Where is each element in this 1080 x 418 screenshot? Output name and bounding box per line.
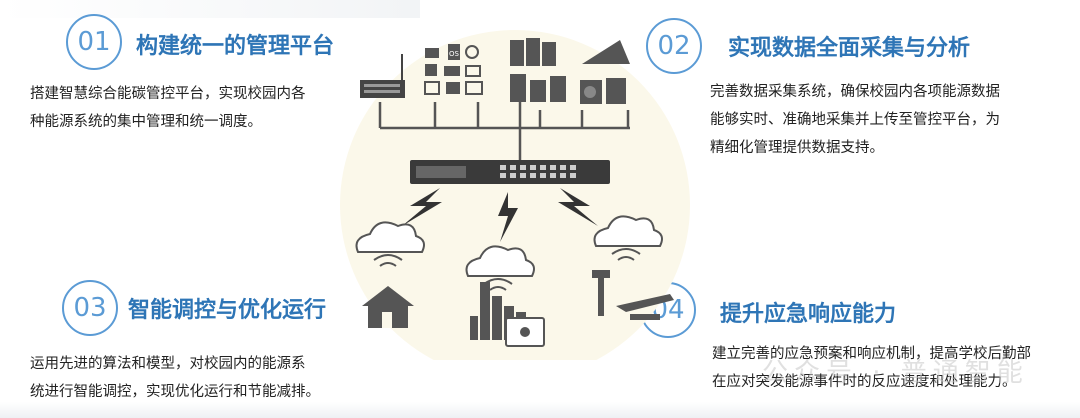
section-02-body: 完善数据采集系统，确保校园内各项能源数据 能够实时、准确地采集并上传至管控平台，…	[710, 78, 1000, 162]
small-devices-icon	[424, 44, 483, 95]
airport-icon	[592, 270, 674, 320]
section-03-number: 03	[62, 280, 118, 336]
os-label: OS	[449, 50, 460, 58]
section-02-line-3: 精细化管理提供数据支持。	[710, 140, 884, 156]
house-icon	[362, 286, 414, 328]
section-04-line-1: 建立完善的应急预案和响应机制，提高学校后勤部	[712, 346, 1031, 362]
bottom-band	[0, 402, 1080, 418]
section-04-body: 建立完善的应急预案和响应机制，提高学校后勤部 在应对突发能源事件时的反应速度和处…	[712, 340, 1031, 396]
section-03-line-1: 运用先进的算法和模型，对校园内的能源系	[30, 356, 306, 372]
section-01-body: 搭建智慧综合能碳管控平台，实现校园内各 种能源系统的集中管理和统一调度。	[30, 80, 306, 136]
network-diagram: OS	[340, 30, 690, 360]
network-bus-lines	[378, 102, 630, 160]
cloud-right-icon	[593, 215, 663, 261]
section-04-title: 提升应急响应能力	[720, 302, 897, 327]
tower-servers-icon	[510, 38, 566, 102]
section-02-number: 02	[646, 18, 702, 74]
storage-servers-icon	[580, 40, 630, 104]
section-03-title: 智能调控与优化运行	[128, 298, 327, 323]
cloud-center-icon	[465, 245, 535, 291]
top-right-band	[0, 0, 420, 18]
wireless-signal-bolts	[402, 188, 598, 242]
section-03-body: 运用先进的算法和模型，对校园内的能源系 统进行智能调控，实现优化运行和节能减排。	[30, 350, 320, 406]
section-02-line-2: 能够实时、准确地采集并上传至管控平台，为	[710, 112, 1000, 128]
server-rack-icon	[360, 54, 405, 98]
watermark: 公众号 · 普通智能	[762, 358, 1029, 388]
network-switch-icon	[410, 160, 610, 184]
touch-screen-icon	[505, 317, 545, 347]
section-01-line-2: 种能源系统的集中管理和统一调度。	[30, 114, 262, 130]
section-02-title: 实现数据全面采集与分析	[728, 36, 971, 61]
cloud-left-icon	[355, 221, 425, 267]
section-01-title: 构建统一的管理平台	[136, 34, 335, 59]
section-03-line-2: 统进行智能调控，实现优化运行和节能减排。	[30, 384, 320, 400]
section-04-line-2: 在应对突发能源事件时的反应速度和处理能力。	[712, 374, 1017, 390]
section-01-number: 01	[66, 14, 122, 70]
section-01-line-1: 搭建智慧综合能碳管控平台，实现校园内各	[30, 86, 306, 102]
section-02-line-1: 完善数据采集系统，确保校园内各项能源数据	[710, 84, 1000, 100]
